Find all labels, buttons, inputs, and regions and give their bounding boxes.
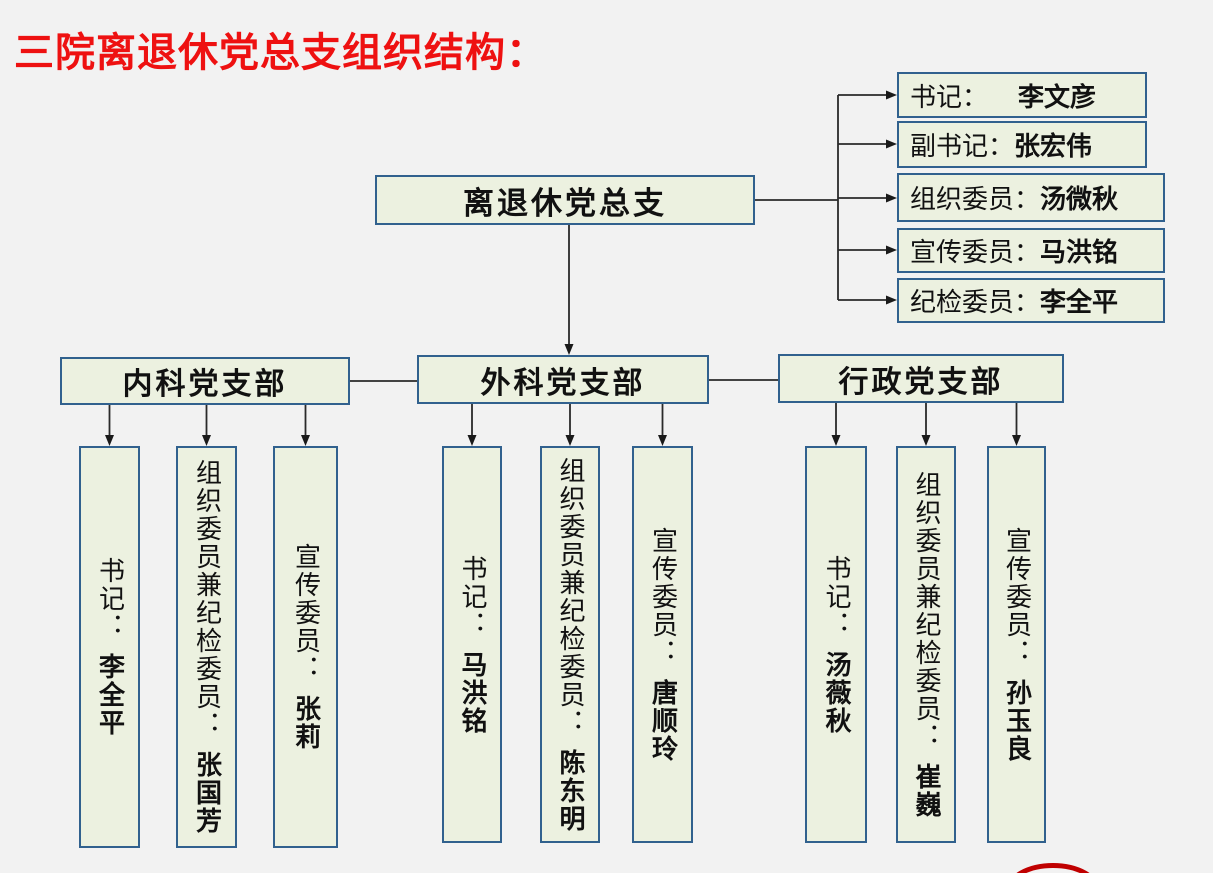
page-title: 三院离退休党总支组织结构： [14,30,547,75]
person-name: 陈东明 [556,748,585,833]
role-label: 书记： [95,557,125,641]
branch-label: 外科党支部 [480,366,646,400]
committee-box-publicity: 宣传委员： 马洪铭 [897,228,1165,273]
role-label: 纪检委员： [910,288,1041,317]
committee-box-secretary: 书记： 李文彦 [897,72,1147,118]
person-name: 孙玉良 [1002,678,1032,763]
committee-box-deputy-secretary: 副书记： 张宏伟 [897,121,1147,168]
person-name: 唐顺玲 [648,678,678,763]
role-label: 宣传委员： [648,526,678,667]
role-label: 副书记： [910,132,1015,161]
member-box: 书记： 马洪铭 [442,446,502,843]
member-box: 组织委员兼纪检委员： 张国芳 [176,446,237,848]
person-name: 张宏伟 [1014,132,1093,161]
branch-label: 行政党支部 [838,365,1004,399]
person-name: 崔巍 [912,762,941,819]
member-box: 宣传委员： 唐顺玲 [632,446,693,843]
role-label: 组织委员兼纪检委员： [556,456,585,737]
person-name: 李文彦 [1018,82,1097,112]
person-name: 张莉 [291,695,321,751]
role-label: 宣传委员： [291,543,321,683]
person-name: 马洪铭 [1040,238,1119,267]
person-name: 李全平 [1040,288,1119,317]
role-label: 组织委员兼纪检委员： [912,470,941,751]
branch-node-surgery: 外科党支部 [417,355,709,404]
member-box: 组织委员兼纪检委员： 崔巍 [896,446,956,843]
role-label: 宣传委员： [1002,526,1032,667]
role-label: 宣传委员： [910,238,1041,267]
branch-node-administration: 行政党支部 [778,354,1064,403]
role-label: 书记： [458,554,487,639]
root-node-label: 离退休党总支 [463,185,667,221]
red-circle-mark [1006,863,1100,873]
person-name: 马洪铭 [458,650,487,735]
person-name: 张国芳 [192,751,222,835]
root-node: 离退休党总支 [375,175,755,225]
member-box: 宣传委员： 张莉 [273,446,338,848]
committee-box-organization: 组织委员： 汤微秋 [897,173,1165,222]
role-label: 书记： [910,82,989,112]
branch-label: 内科党支部 [122,368,288,401]
member-box: 组织委员兼纪检委员： 陈东明 [540,446,600,843]
committee-box-discipline: 纪检委员： 李全平 [897,278,1165,323]
role-label: 组织委员： [910,185,1041,214]
member-box: 书记： 汤薇秋 [805,446,867,843]
member-box: 书记： 李全平 [79,446,140,848]
person-name: 汤微秋 [1040,185,1119,214]
member-box: 宣传委员： 孙玉良 [987,446,1046,843]
branch-node-internal-medicine: 内科党支部 [60,357,350,405]
person-name: 李全平 [95,653,125,737]
role-label: 书记： [822,554,851,639]
role-label: 组织委员兼纪检委员： [192,459,222,739]
person-name: 汤薇秋 [822,650,851,735]
